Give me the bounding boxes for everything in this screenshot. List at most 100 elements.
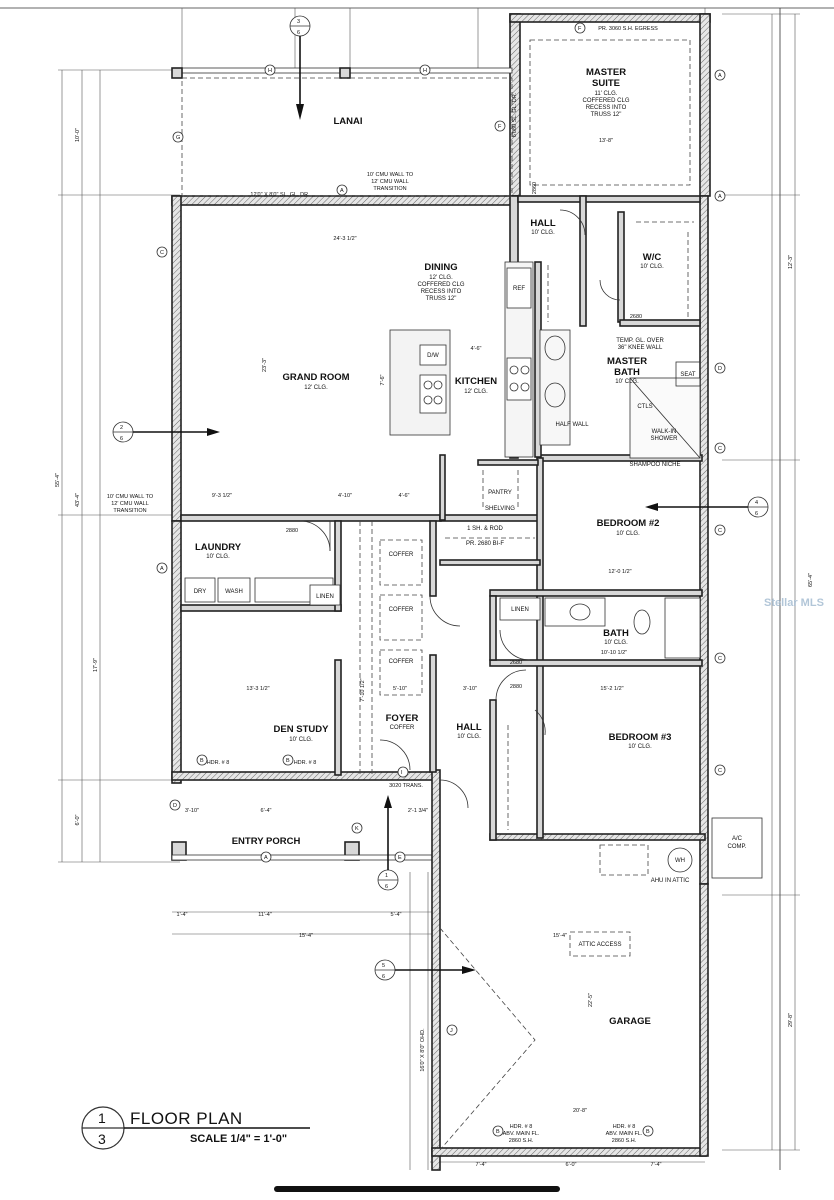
dimension-lines-bottom	[172, 911, 705, 1163]
hall-mid-ceiling: 10' CLG.	[457, 734, 481, 740]
dim-23: 55'-4"	[55, 473, 61, 487]
note-lanai-door: 12'0" X 8'0" SL. GL. DR.	[250, 192, 310, 198]
label-shampoo: SHAMPOO NICHE	[629, 462, 680, 468]
door-2860: 2860	[532, 182, 538, 194]
room-master-suite-1: MASTER	[586, 67, 626, 78]
note-hdr-1: HDR. # 8	[207, 760, 230, 766]
dining-note3: RECESS INTO	[421, 289, 462, 295]
room-grand-room: GRAND ROOM	[282, 372, 349, 383]
note-garage-hdr5: ABV. MAIN FL.	[606, 1131, 643, 1137]
foyer-note: COFFER	[390, 725, 415, 731]
closet-rods	[445, 221, 694, 830]
note-cmu-left3: TRANSITION	[113, 508, 146, 514]
marker-c4: C	[718, 656, 722, 662]
room-laundry: LAUNDRY	[195, 542, 242, 553]
marker-h2: H	[423, 68, 427, 74]
home-indicator[interactable]	[274, 1186, 560, 1192]
marker-b3: B	[496, 1129, 500, 1135]
marker-c5: C	[718, 768, 722, 774]
dim-21: 1'-4"	[177, 912, 188, 918]
marker-k: K	[355, 826, 359, 832]
marker-h1: H	[268, 68, 272, 74]
marker-i: I	[401, 770, 403, 776]
dim-20: 11'-4"	[258, 912, 272, 918]
marker-e: E	[398, 855, 402, 861]
label-temp-gl: TEMP. GL. OVER	[616, 338, 664, 344]
dim-12: 15'-2 1/2"	[600, 686, 623, 692]
dim-16: 20'-8"	[573, 1108, 587, 1114]
marker-c3: C	[718, 528, 722, 534]
door-2680-2: 2680	[630, 314, 642, 320]
marker-d1: D	[718, 366, 722, 372]
room-master-bath-2: BATH	[614, 367, 640, 378]
note-ohd: 16'0" X 8'0" OHD.	[420, 1028, 426, 1072]
dim-5: 9'-3 1/2"	[212, 493, 232, 499]
room-den-study: DEN STUDY	[274, 724, 330, 735]
callout-markers	[156, 22, 726, 1137]
bedroom2-ceiling: 10' CLG.	[616, 531, 640, 537]
dimension-lines-right	[722, 13, 800, 1151]
room-pantry: PANTRY	[488, 490, 512, 496]
bath-fixtures	[499, 597, 701, 659]
marker-a3: A	[718, 73, 722, 79]
note-garage-hdr4: HDR. # 8	[613, 1124, 636, 1130]
title-scale: SCALE 1/4" = 1'-0"	[190, 1133, 287, 1145]
note-cmu-left1: 10' CMU WALL TO	[107, 494, 154, 500]
dim-22: 5'-4"	[391, 912, 402, 918]
dim-17: 7'-4"	[476, 1162, 487, 1168]
laundry-fixtures	[184, 577, 341, 606]
door-2880-1: 2880	[286, 528, 298, 534]
marker-d2: D	[173, 803, 177, 809]
kitchen-island	[389, 329, 451, 436]
dim-36: 3'-10"	[185, 808, 199, 814]
room-master-bath-1: MASTER	[607, 356, 647, 367]
dim-11: 13'-3 1/2"	[246, 686, 269, 692]
marker-a5: A	[264, 855, 268, 861]
dim-30: 6'-0"	[75, 814, 81, 825]
room-hall-top: HALL	[530, 218, 556, 229]
dim-34: 7'-10 1/2"	[360, 678, 366, 701]
note-cmu-left2: 12' CMU WALL	[111, 501, 149, 507]
room-bath: BATH	[603, 628, 629, 639]
label-ahu: AHU IN ATTIC	[651, 878, 690, 884]
marker-a4: A	[718, 194, 722, 200]
sec-low-num: 5	[382, 963, 385, 969]
master-suite-note2: COFFERED CLG	[582, 98, 629, 104]
label-linen2: LINEN	[511, 607, 529, 613]
dim-29: 17'-9"	[93, 658, 99, 672]
laundry-ceiling: 10' CLG.	[206, 554, 230, 560]
label-ref: REF	[513, 286, 525, 292]
label-coffer-1: COFFER	[389, 552, 414, 558]
dim-2: 23'-3"	[262, 358, 268, 372]
dim-3: 4'-6"	[471, 346, 482, 352]
dim-24: 43'-4"	[75, 493, 81, 507]
dining-note1: 12' CLG.	[429, 275, 453, 281]
marker-c1: C	[160, 250, 164, 256]
label-comp: COMP.	[728, 844, 747, 850]
room-entry-porch: ENTRY PORCH	[232, 836, 301, 847]
room-lanai: LANAI	[333, 116, 362, 127]
sheet-border	[0, 7, 834, 1170]
label-coffer-3: COFFER	[389, 659, 414, 665]
section-marker-left	[112, 421, 220, 443]
sec-left-num: 2	[120, 425, 123, 431]
dim-10: 10'-10 1/2"	[601, 650, 627, 656]
marker-f1: F	[498, 124, 502, 130]
room-kitchen: KITCHEN	[455, 376, 497, 387]
room-master-suite-2: SUITE	[592, 78, 620, 89]
dim-28: 12'-3"	[788, 255, 794, 269]
master-suite-note1: 11' CLG.	[594, 91, 617, 97]
label-coffer-2: COFFER	[389, 607, 414, 613]
note-garage-hdr1: HDR. # 8	[510, 1124, 533, 1130]
dining-note2: COFFERED CLG	[417, 282, 464, 288]
marker-b4: B	[646, 1129, 650, 1135]
dim-35: 2'-1 3/4"	[408, 808, 428, 814]
label-dw: D/W	[427, 353, 439, 359]
dim-7: 4'-6"	[399, 493, 410, 499]
sec-left-sheet: 6	[120, 436, 123, 442]
dim-8: 13'-8"	[599, 138, 613, 144]
dim-6: 4'-10"	[338, 493, 352, 499]
door-2880-2: 2880	[510, 684, 522, 690]
kitchen-counters	[504, 261, 534, 458]
master-bath-ceiling: 10' CLG.	[615, 379, 639, 385]
